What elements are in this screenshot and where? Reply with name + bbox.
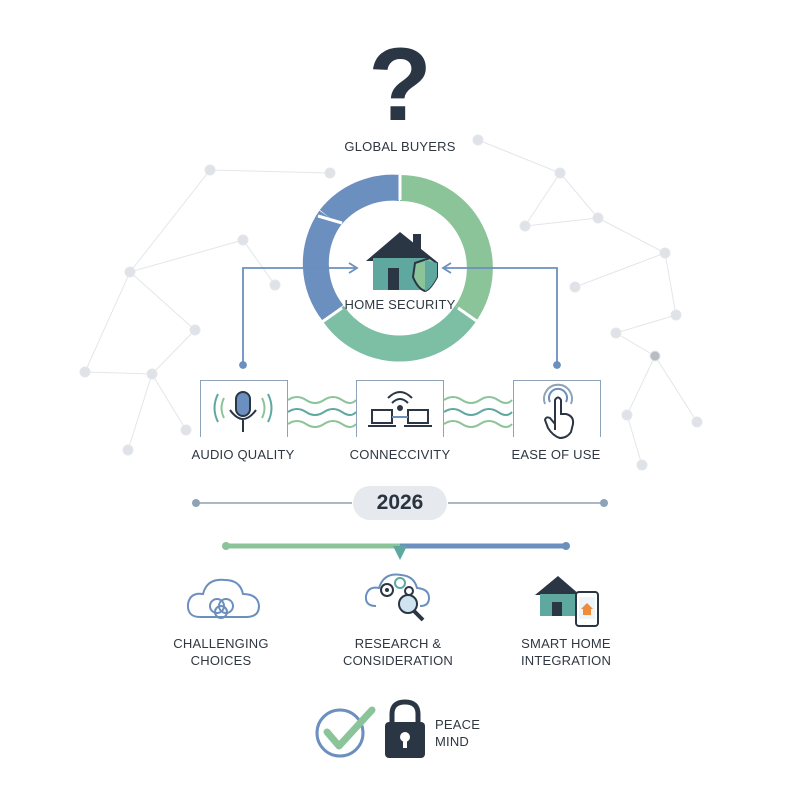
feature-label-audio: AUDIO QUALITY — [191, 447, 295, 462]
timeline-line — [192, 499, 608, 507]
feature-label-ease: EASE OF USE — [511, 447, 601, 462]
donut-ring — [302, 174, 493, 362]
footer-line1: PEACE — [435, 717, 481, 732]
stage-label-smart-home: SMART HOME INTEGRATION — [521, 635, 611, 669]
padlock-icon — [385, 699, 425, 758]
stage-label-line2: CHOICES — [190, 653, 252, 668]
house-phone-icon — [535, 576, 599, 627]
stage-label-line2: CONSIDERATION — [343, 653, 453, 668]
feature-label-connectivity: CONNECCIVITY — [349, 447, 451, 462]
center-label-home-security: HOME SECURITY — [344, 297, 456, 312]
progress-bar — [222, 542, 570, 560]
stage-label-line1: CHALLENGING — [173, 636, 269, 651]
stage-label-line2: INTEGRATION — [520, 653, 612, 668]
cloud-link-icon — [186, 578, 261, 619]
wave-connectors — [287, 396, 513, 428]
feature-box-ease — [513, 380, 601, 437]
svg-text:?: ? — [368, 27, 432, 143]
check-circle-icon — [315, 706, 376, 758]
stage-label-research: RESEARCH & CONSIDERATION — [343, 635, 453, 669]
title-global-buyers: GLOBAL BUYERS — [344, 139, 456, 154]
network-background — [79, 134, 703, 471]
footer-line2: MIND — [435, 734, 470, 749]
feedback-arrows — [239, 262, 561, 369]
footer-label-peace-mind: PEACE MIND — [435, 716, 480, 750]
year-badge: 2026 — [353, 486, 447, 520]
feature-box-audio — [200, 380, 288, 437]
cloud-gear-search-icon — [364, 573, 431, 622]
stage-label-line1: SMART HOME — [521, 636, 611, 651]
stage-label-line1: RESEARCH & — [354, 636, 442, 651]
question-mark-icon: ? — [368, 27, 432, 143]
stage-label-challenging: CHALLENGING CHOICES — [173, 635, 268, 669]
house-shield-icon — [366, 232, 438, 293]
feature-box-connectivity — [356, 380, 444, 437]
